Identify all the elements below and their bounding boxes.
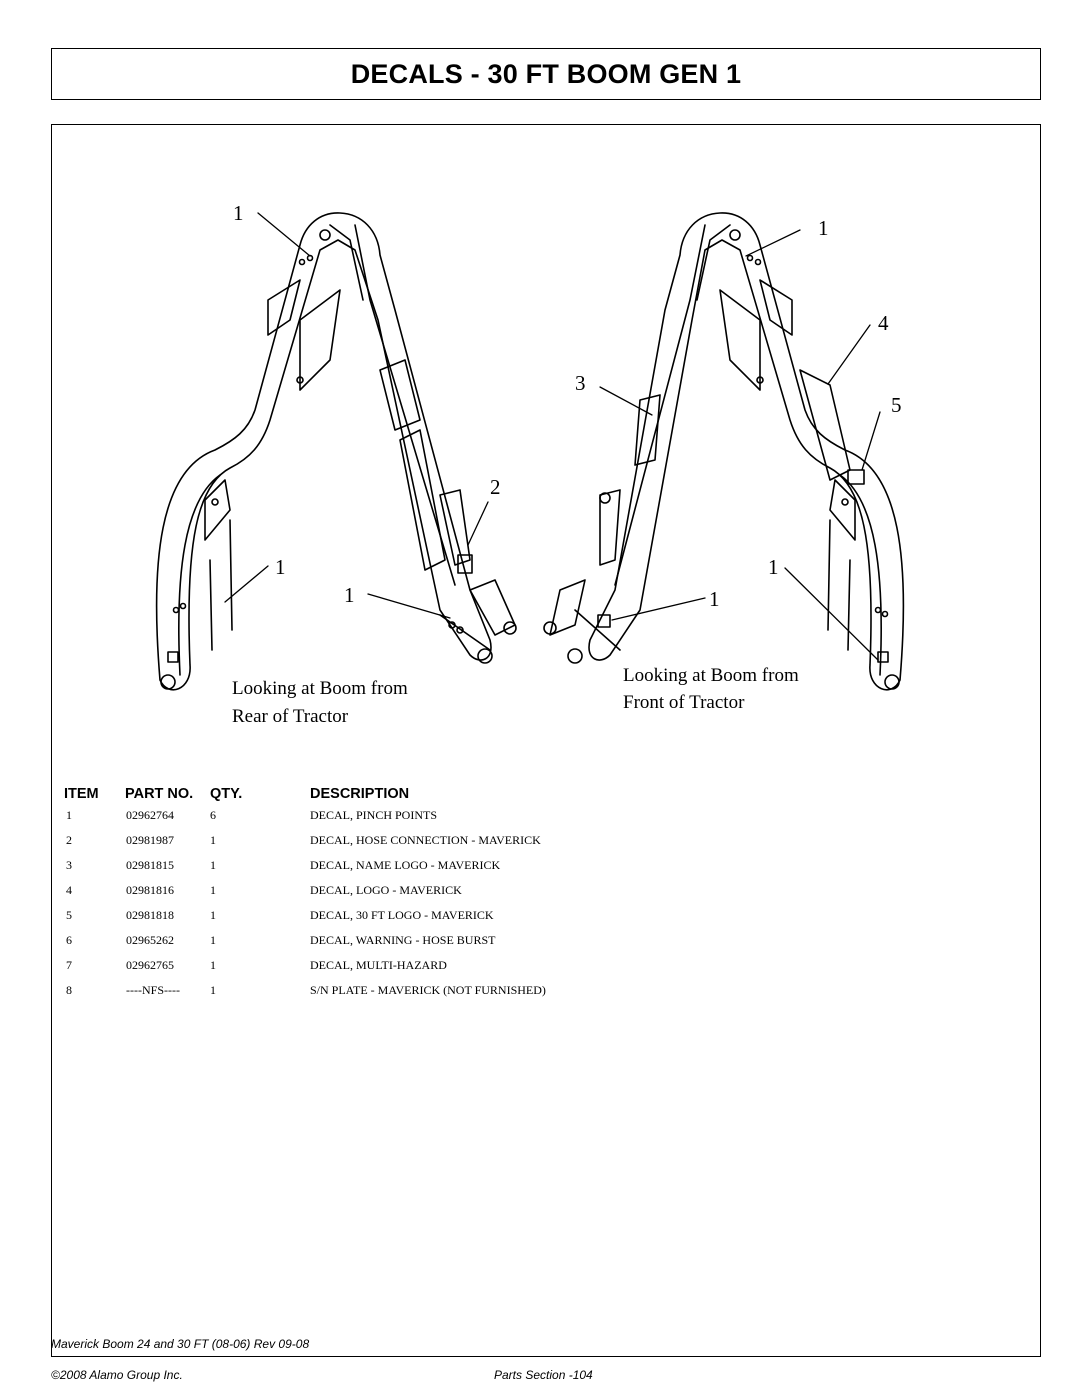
front-view-caption-line2: Front of Tractor: [623, 692, 745, 713]
header-item: ITEM: [64, 786, 99, 802]
callout-label: 1: [709, 587, 720, 611]
callout-label: 5: [891, 393, 902, 417]
quantity: 1: [210, 858, 216, 872]
item-number: 6: [66, 933, 72, 947]
callout-numbers: 1 1 1 2 1 4 3 5 1 1: [233, 201, 902, 611]
description: DECAL, MULTI-HAZARD: [310, 958, 447, 972]
description: DECAL, WARNING - HOSE BURST: [310, 933, 496, 947]
quantity: 1: [210, 908, 216, 922]
table-row: 6 02965262 1 DECAL, WARNING - HOSE BURST: [64, 933, 764, 958]
quantity: 6: [210, 808, 216, 822]
part-number: 02981818: [126, 908, 174, 922]
callout-label: 4: [878, 311, 889, 335]
table-row: 3 02981815 1 DECAL, NAME LOGO - MAVERICK: [64, 858, 764, 883]
item-number: 1: [66, 808, 72, 822]
rear-view-caption-line2: Rear of Tractor: [232, 706, 349, 727]
content-frame: [51, 124, 1041, 1357]
title-box: DECALS - 30 FT BOOM GEN 1: [51, 48, 1041, 100]
parts-section-number: Parts Section -104: [494, 1368, 593, 1382]
quantity: 1: [210, 983, 216, 997]
part-number: ----NFS----: [126, 983, 180, 997]
description: S/N PLATE - MAVERICK (NOT FURNISHED): [310, 983, 546, 997]
item-number: 3: [66, 858, 72, 872]
part-number: 02962765: [126, 958, 174, 972]
callout-label: 3: [575, 371, 586, 395]
item-number: 8: [66, 983, 72, 997]
table-row: 8 ----NFS---- 1 S/N PLATE - MAVERICK (NOT F…: [64, 983, 764, 1008]
front-view-caption-line1: Looking at Boom from: [623, 665, 799, 686]
quantity: 1: [210, 933, 216, 947]
rear-view-caption-line1: Looking at Boom from: [232, 678, 408, 699]
doc-reference: Maverick Boom 24 and 30 FT (08-06) Rev 0…: [51, 1337, 310, 1351]
table-row: 1 02962764 6 DECAL, PINCH POINTS: [64, 808, 764, 833]
rear-view-boom-drawing: [155, 212, 517, 691]
copyright: ©2008 Alamo Group Inc.: [51, 1368, 183, 1382]
parts-table-header: ITEM PART NO. QTY. DESCRIPTION: [64, 786, 764, 808]
table-row: 4 02981816 1 DECAL, LOGO - MAVERICK: [64, 883, 764, 908]
part-number: 02981815: [126, 858, 174, 872]
table-row: 5 02981818 1 DECAL, 30 FT LOGO - MAVERICK: [64, 908, 764, 933]
page-title: DECALS - 30 FT BOOM GEN 1: [350, 58, 742, 89]
part-number: 02962764: [126, 808, 174, 822]
quantity: 1: [210, 883, 216, 897]
quantity: 1: [210, 958, 216, 972]
quantity: 1: [210, 833, 216, 847]
parts-table: ITEM PART NO. QTY. DESCRIPTION 1 02962764…: [64, 786, 764, 1008]
item-number: 5: [66, 908, 72, 922]
description: DECAL, NAME LOGO - MAVERICK: [310, 858, 501, 872]
part-number: 02981816: [126, 883, 174, 897]
header-qty: QTY.: [210, 786, 243, 802]
description: DECAL, 30 FT LOGO - MAVERICK: [310, 908, 494, 922]
callout-leader-lines: [224, 212, 881, 661]
callout-label: 1: [275, 555, 286, 579]
part-number: 02965262: [126, 933, 174, 947]
callout-label: 1: [768, 555, 779, 579]
item-number: 2: [66, 833, 72, 847]
callout-label: 1: [344, 583, 355, 607]
item-number: 4: [66, 883, 72, 897]
description: DECAL, HOSE CONNECTION - MAVERICK: [310, 833, 541, 847]
table-row: 2 02981987 1 DECAL, HOSE CONNECTION - MAVER…: [64, 833, 764, 858]
callout-label: 1: [818, 216, 829, 240]
table-row: 7 02962765 1 DECAL, MULTI-HAZARD: [64, 958, 764, 983]
item-number: 7: [66, 958, 72, 972]
front-view-boom-drawing: [543, 212, 905, 691]
callout-label: 1: [233, 201, 244, 225]
description: DECAL, PINCH POINTS: [310, 808, 438, 822]
description: DECAL, LOGO - MAVERICK: [310, 883, 462, 897]
header-description: DESCRIPTION: [310, 786, 410, 802]
callout-label: 2: [490, 475, 501, 499]
part-number: 02981987: [126, 833, 174, 847]
header-part-no: PART NO.: [125, 786, 194, 802]
boom-decal-diagram: 1 1 1 2 1 4 3 5 1 1 Looking at Boom from…: [155, 201, 905, 727]
